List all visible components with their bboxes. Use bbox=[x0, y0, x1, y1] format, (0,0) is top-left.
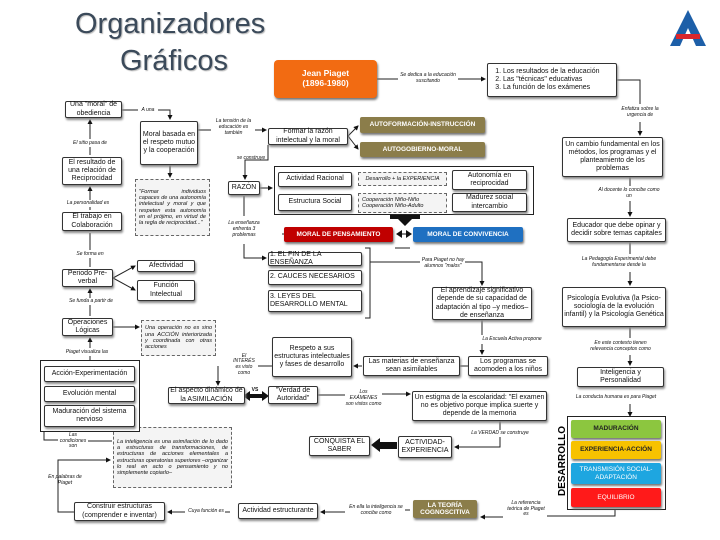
box-obediencia: Una "moral" de obediencia bbox=[65, 101, 122, 118]
box-aspecto: El aspecto dinámico de la ASIMILACIÓN bbox=[168, 387, 245, 404]
label-funda: Se funda a partir de bbox=[69, 297, 113, 304]
box-psicologia: Psicología Evolutiva (la Psico-sociologí… bbox=[562, 287, 666, 327]
label-escuela: La Escuela Activa propone bbox=[482, 335, 542, 342]
box-estructura-social: Estructura Social bbox=[278, 194, 352, 211]
label-vs: VS bbox=[251, 386, 259, 393]
box-formar: Formar la razón intelectual y la moral bbox=[268, 128, 348, 145]
label-personalidad: La personalidad es bbox=[66, 199, 110, 206]
institution-logo bbox=[670, 10, 706, 46]
box-cauces: 2. CAUCES NECESARIOS bbox=[268, 270, 362, 285]
desarrollo-maduracion: MADURACIÓN bbox=[571, 420, 661, 438]
label-forma: Se forma en bbox=[76, 250, 104, 257]
label-condiciones: Las condiciones son bbox=[59, 431, 87, 450]
box-preverbal: Periodo Pre-verbal bbox=[62, 269, 113, 287]
box-accion: Acción-Experimentación bbox=[44, 366, 135, 382]
box-leyes: 3. LEYES DEL DESARROLLO MENTAL bbox=[268, 290, 362, 312]
box-respeto: Respeto a sus estructuras intelectuales … bbox=[272, 337, 352, 377]
box-funcion: Función Intelectual bbox=[137, 280, 195, 301]
box-verdad-autoridad: "Verdad de Autoridad" bbox=[268, 386, 318, 404]
box-conquista: CONQUISTA EL SABER bbox=[309, 436, 370, 456]
box-fin: 1. EL FIN DE LA ENSEÑANZA bbox=[268, 251, 362, 266]
label-enfatiza: Enfatiza sobre la urgencia de bbox=[621, 106, 659, 118]
label-visualiza: Piaget visualiza las bbox=[65, 348, 109, 355]
box-actividad-racional: Actividad Racional bbox=[278, 172, 352, 187]
box-aprendizaje: El aprendizaje significativo depende de … bbox=[432, 287, 532, 320]
box-trabajo: El trabajo en Colaboración bbox=[62, 212, 122, 231]
box-teoria: LA TEORÍA COGNOSCITIVA bbox=[413, 500, 477, 518]
box-operaciones: Operaciones Lógicas bbox=[62, 318, 113, 336]
box-autoformacion: AUTOFORMACIÓN-INSTRUCCIÓN bbox=[360, 117, 485, 133]
box-madurez: Madurez social intercambio bbox=[452, 193, 527, 212]
label-contexto: En este contexto tienen relevancia conce… bbox=[590, 339, 651, 352]
label-construye: se construye bbox=[236, 154, 266, 161]
dashed-intel: La inteligencia es una asimilación de lo… bbox=[113, 427, 232, 488]
desarrollo-label: DESARROLLO bbox=[557, 426, 568, 496]
dashed-quote: "Formar individuos capaces de una autono… bbox=[135, 179, 210, 236]
box-educador: Educador que debe opinar y decidir sobre… bbox=[567, 218, 666, 242]
piaget-years: (1896-1980) bbox=[302, 78, 349, 88]
label-auna: A una bbox=[141, 106, 155, 113]
box-cambio: Un cambio fundamental en los métodos, lo… bbox=[562, 137, 663, 177]
dashed-experiencia: Desarrollo + la EXPERIENCIA bbox=[358, 172, 447, 186]
label-examenes: Los EXÁMENES son vistos como bbox=[345, 389, 382, 407]
box-maduracion-sn: Maduración del sistema nervioso bbox=[44, 405, 135, 427]
label-ella: En ella la inteligencia se concibe como bbox=[349, 504, 403, 516]
label-tension: La tensión de la educación es también bbox=[215, 118, 252, 136]
box-evolucion: Evolución mental bbox=[44, 386, 135, 402]
piaget-title-box: Jean Piaget(1896-1980) bbox=[274, 60, 377, 98]
box-autogobierno: AUTOGOBIERNO-MORAL bbox=[360, 142, 485, 157]
box-moral-convivencia: MORAL DE CONVIVENCIA bbox=[413, 227, 523, 242]
piaget-name: Jean Piaget bbox=[301, 68, 350, 79]
label-malos: Para Piaget no hay alumnos "malos" bbox=[421, 256, 465, 269]
label-conducta: La conducta humana es para Piaget bbox=[575, 394, 657, 401]
box-moral-pensamiento: MORAL DE PENSAMIENTO bbox=[284, 227, 393, 242]
dashed-operacion: Una operación no es sino una ACCIÓN inte… bbox=[141, 320, 216, 356]
list-item: La función de los exámenes bbox=[503, 84, 600, 92]
label-dedica: Se dedica a la educación suscitando bbox=[400, 72, 456, 84]
box-materias: Las materias de enseñanza sean asimilabl… bbox=[363, 356, 460, 376]
desarrollo-equilibrio: EQUILIBRIO bbox=[571, 488, 661, 507]
box-inteligencia: Inteligencia y Personalidad bbox=[577, 367, 664, 387]
dashed-cooperacion: Cooperación Niño-Niño Cooperación Niño-A… bbox=[358, 193, 447, 213]
label-palabras: En palabras de Piaget bbox=[48, 474, 82, 486]
box-resultado: El resultado de una relación de Reciproc… bbox=[62, 157, 122, 185]
list-item: Las "técnicas" educativas bbox=[503, 76, 600, 84]
desarrollo-experiencia: EXPERIENCIA-ACCIÓN bbox=[571, 441, 661, 459]
box-programas: Los programas se acomoden a los niños bbox=[468, 356, 548, 376]
label-interes: El INTERÉS es visto como bbox=[233, 352, 255, 376]
box-afectividad: Afectividad bbox=[137, 260, 195, 272]
label-cuya: Cuya función es bbox=[188, 508, 224, 515]
box-actividad-estructurante: Actividad estructurante bbox=[238, 503, 318, 519]
label-docente: Al docente lo concibe como un bbox=[598, 187, 660, 199]
label-referencia: La referencia teórica de Piaget es bbox=[507, 499, 545, 518]
slide-title-line2: Gráficos bbox=[120, 45, 228, 77]
box-razon: RAZÓN bbox=[228, 181, 260, 195]
label-pedagogia: La Pedagogía Experimental debe fundament… bbox=[581, 256, 657, 268]
label-sitio: El sitio pasa de bbox=[73, 139, 107, 146]
slide-title-line1: Organizadores bbox=[75, 8, 266, 40]
box-actividad-experiencia: ACTIVIDAD-EXPERIENCIA bbox=[398, 436, 452, 458]
box-autonomia: Autonomía en reciprocidad bbox=[452, 170, 527, 190]
box-construir: Construir estructuras (comprender e inve… bbox=[74, 502, 165, 521]
label-verdad: La VERDAD se construye bbox=[471, 429, 529, 436]
education-topics-list: Los resultados de la educaciónLas "técni… bbox=[487, 63, 617, 97]
desarrollo-transmision: TRANSMISIÓN SOCIAL-ADAPTACIÓN bbox=[571, 463, 661, 484]
box-moral-basada: Moral basada en el respeto mutuo y la co… bbox=[140, 121, 198, 165]
box-estigma: Un estigma de la escolaridad: "El examen… bbox=[412, 391, 547, 421]
label-ensenanza: La enseñanza enfrenta 3 problemas bbox=[228, 220, 260, 238]
list-item: Los resultados de la educación bbox=[503, 68, 600, 76]
